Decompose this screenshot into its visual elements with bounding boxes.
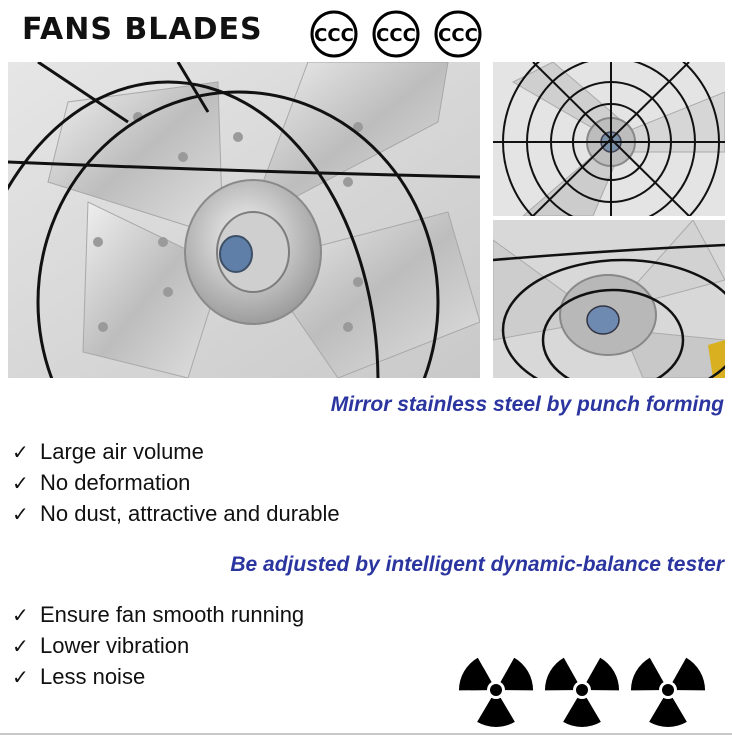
list-item: ✓No deformation bbox=[12, 468, 340, 499]
feature-list-1: ✓Large air volume ✓No deformation ✓No du… bbox=[12, 437, 340, 530]
fan-hub-closeup-photo bbox=[493, 220, 725, 378]
page-title: FANS BLADES bbox=[22, 12, 263, 47]
bottom-divider bbox=[0, 733, 732, 735]
radiation-hazard-icon bbox=[544, 657, 620, 727]
ccc-certification-icon: CCC bbox=[434, 10, 482, 58]
radiation-hazard-icon bbox=[630, 657, 706, 727]
svg-text:CCC: CCC bbox=[438, 25, 478, 46]
caption-punch-forming: Mirror stainless steel by punch forming bbox=[330, 393, 724, 416]
list-item: ✓Ensure fan smooth running bbox=[12, 600, 304, 631]
check-icon: ✓ bbox=[12, 504, 29, 526]
ccc-certification-icon: CCC bbox=[310, 10, 358, 58]
radiation-hazard-icon bbox=[458, 657, 534, 727]
check-icon: ✓ bbox=[12, 605, 29, 627]
fan-guard-front-photo bbox=[493, 62, 725, 216]
caption-dynamic-balance: Be adjusted by intelligent dynamic-balan… bbox=[230, 553, 724, 576]
list-item: ✓No dust, attractive and durable bbox=[12, 499, 340, 530]
fan-blade-main-photo bbox=[8, 62, 480, 378]
check-icon: ✓ bbox=[12, 667, 29, 689]
check-icon: ✓ bbox=[12, 473, 29, 495]
svg-text:CCC: CCC bbox=[314, 25, 354, 46]
list-item: ✓Lower vibration bbox=[12, 631, 304, 662]
svg-text:CCC: CCC bbox=[376, 25, 416, 46]
ccc-certification-icon: CCC bbox=[372, 10, 420, 58]
check-icon: ✓ bbox=[12, 442, 29, 464]
list-item: ✓Less noise bbox=[12, 662, 304, 693]
check-icon: ✓ bbox=[12, 636, 29, 658]
feature-list-2: ✓Ensure fan smooth running ✓Lower vibrat… bbox=[12, 600, 304, 693]
list-item: ✓Large air volume bbox=[12, 437, 340, 468]
